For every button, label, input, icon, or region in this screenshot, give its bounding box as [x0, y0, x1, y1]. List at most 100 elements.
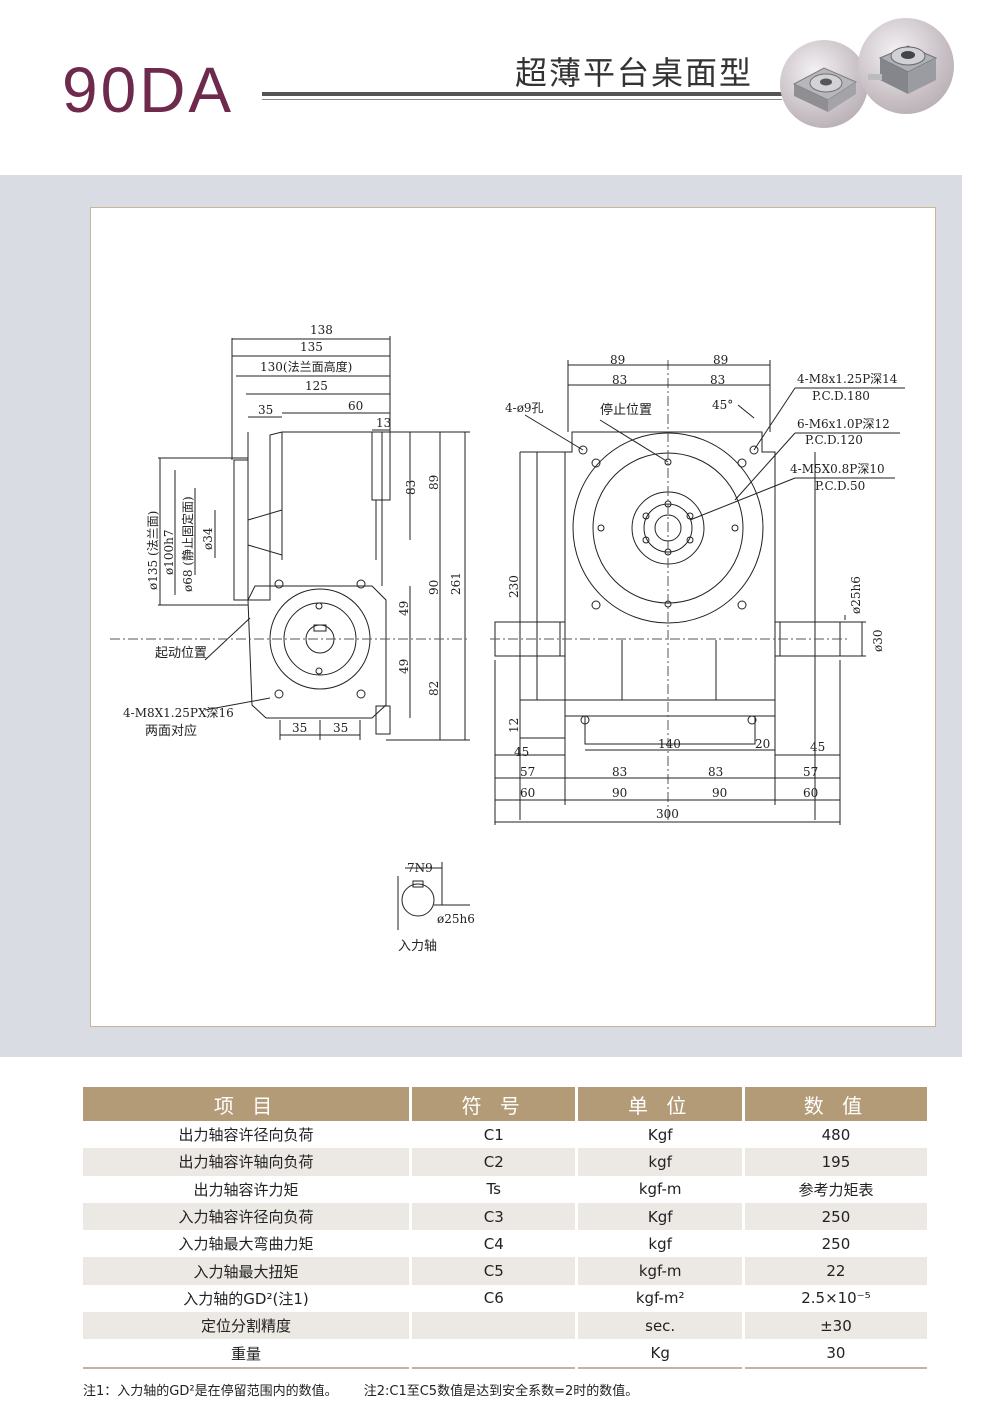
cell-symbol — [409, 1312, 577, 1340]
callout-pcd180: P.C.D.180 — [812, 389, 870, 403]
spec-table: 项 目 符 号 单 位 数 值 出力轴容许径向负荷 C1 Kgf 480 出力轴… — [83, 1087, 927, 1369]
table-row: 出力轴容许径向负荷 C1 Kgf 480 — [83, 1121, 927, 1149]
cell-item: 入力轴最大扭矩 — [83, 1257, 411, 1285]
dim-90: 90 — [427, 580, 441, 595]
cell-unit: kgf-m² — [575, 1284, 744, 1313]
cell-symbol: C3 — [409, 1202, 577, 1231]
footnote-2: 注2:C1至C5数值是达到安全系数=2时的数值。 — [363, 1384, 639, 1399]
dim-d34: ø34 — [201, 527, 215, 550]
cell-value: 480 — [741, 1121, 927, 1149]
dim-83-b-b: 83 — [708, 765, 723, 779]
cell-value: 195 — [741, 1148, 927, 1176]
col-header-unit: 单 位 — [575, 1087, 744, 1121]
product-photo-2 — [858, 18, 954, 114]
cell-unit: Kg — [575, 1339, 744, 1369]
model-title: 90DA — [62, 54, 235, 126]
left-view-upper-body — [247, 431, 383, 601]
cell-unit: Kgf — [575, 1121, 744, 1149]
dim-89-r-b: 89 — [713, 353, 728, 367]
cell-item: 出力轴容许径向负荷 — [178, 1126, 314, 1145]
col-header-value: 数 值 — [741, 1087, 927, 1121]
cell-unit: sec. — [575, 1312, 744, 1340]
cell-unit: kgf — [575, 1148, 744, 1176]
drawing-frame — [90, 207, 936, 1027]
cell-value: 22 — [741, 1257, 927, 1285]
dim-45-r: 45 — [810, 740, 825, 754]
dim-89-left: 89 — [427, 475, 441, 490]
dim-125: 125 — [305, 379, 328, 393]
dim-140: 140 — [658, 737, 681, 751]
cell-item: 入力轴容许径向负荷 — [83, 1202, 411, 1231]
cell-symbol: Ts — [409, 1175, 577, 1203]
dim-89-r-a: 89 — [610, 353, 625, 367]
header-rule — [262, 92, 782, 96]
dim-13: 13 — [376, 416, 391, 430]
dim-49-a: 49 — [397, 601, 411, 616]
dim-90-a: 90 — [612, 786, 627, 800]
table-row: 入力轴最大弯曲力矩 C4 kgf 250 — [83, 1230, 927, 1258]
cell-value: ±30 — [741, 1312, 927, 1340]
dim-261: 261 — [449, 572, 463, 595]
cell-symbol: C6 — [409, 1284, 577, 1313]
callout-m6: 6-M6x1.0P深12 — [797, 417, 890, 431]
product-photo-1 — [780, 40, 868, 128]
dim-83-r-b: 83 — [710, 373, 725, 387]
left-view-lower-body — [247, 585, 387, 719]
dim-60: 60 — [348, 399, 363, 413]
dim-35-bottom-a: 35 — [292, 721, 307, 735]
shaft-dia-dim: ø25h6 — [437, 912, 475, 926]
dim-60-a: 60 — [520, 786, 535, 800]
cell-unit: kgf — [575, 1230, 744, 1258]
table-row: 入力轴容许径向负荷 C3 Kgf 250 — [83, 1202, 927, 1231]
table-row: 入力轴最大扭矩 C5 kgf-m 22 — [83, 1257, 927, 1285]
dim-83-b-a: 83 — [612, 765, 627, 779]
dim-83-r-a: 83 — [612, 373, 627, 387]
input-shaft-section — [401, 883, 435, 917]
dim-d68: ø68 (静止固定面) — [180, 496, 195, 592]
cell-value: 参考力矩表 — [741, 1175, 927, 1203]
dim-d25h6-r: ø25h6 — [849, 576, 863, 614]
cell-value: 30 — [741, 1339, 927, 1369]
cell-value: 2.5×10⁻⁵ — [741, 1284, 927, 1313]
footnotes: 注1：入力轴的GD²是在停留范围内的数值。 注2:C1至C5数值是达到安全系数=… — [83, 1380, 660, 1399]
cell-value: 250 — [741, 1202, 927, 1231]
callout-m5: 4-M5X0.8P深10 — [790, 462, 885, 476]
cell-symbol: C1 — [409, 1121, 577, 1149]
dim-57-a: 57 — [520, 765, 535, 779]
start-position-label: 起动位置 — [155, 646, 207, 661]
dim-130: 130(法兰面高度) — [260, 359, 352, 374]
dim-57-b: 57 — [803, 765, 818, 779]
left-view-flange — [233, 459, 249, 601]
cell-value: 250 — [741, 1230, 927, 1258]
cell-item: 出力轴容许轴向负荷 — [83, 1148, 411, 1176]
dim-138: 138 — [310, 323, 333, 337]
col-header-item: 项 目 — [83, 1087, 411, 1121]
cell-item: 入力轴最大弯曲力矩 — [178, 1235, 314, 1254]
dim-60-b: 60 — [803, 786, 818, 800]
cell-item: 定位分割精度 — [83, 1312, 411, 1340]
shaft-key-dim: 7N9 — [407, 861, 433, 875]
callout-pcd120: P.C.D.120 — [805, 433, 863, 447]
dim-35-bottom-b: 35 — [333, 721, 348, 735]
cell-unit: kgf-m — [575, 1257, 744, 1285]
table-row: 入力轴的GD²(注1) C6 kgf-m² 2.5×10⁻⁵ — [83, 1284, 927, 1313]
dim-35: 35 — [258, 403, 273, 417]
header-rule-thin — [262, 99, 782, 100]
hole-callout-left-2: 两面对应 — [145, 723, 197, 739]
dim-45-l: 45 — [514, 745, 529, 759]
dim-12: 12 — [507, 718, 521, 733]
dim-82: 82 — [427, 681, 441, 696]
table-row: 出力轴容许力矩 Ts kgf-m 参考力矩表 — [83, 1175, 927, 1203]
cell-symbol: C4 — [409, 1230, 577, 1258]
dim-20: 20 — [755, 737, 770, 751]
cell-item: 重量 — [83, 1339, 411, 1369]
cell-unit: kgf-m — [575, 1175, 744, 1203]
right-view-body — [564, 431, 776, 701]
angle-45: 45° — [712, 398, 733, 412]
technical-drawing: 138 135 130(法兰面高度) 125 35 60 13 83 89 90… — [110, 323, 905, 954]
table-row: 重量 Kg 30 — [83, 1339, 927, 1369]
dim-49-b: 49 — [397, 659, 411, 674]
col-header-symbol: 符 号 — [409, 1087, 577, 1121]
cell-item: 出力轴容许力矩 — [193, 1180, 299, 1199]
cell-symbol: C2 — [409, 1148, 577, 1176]
